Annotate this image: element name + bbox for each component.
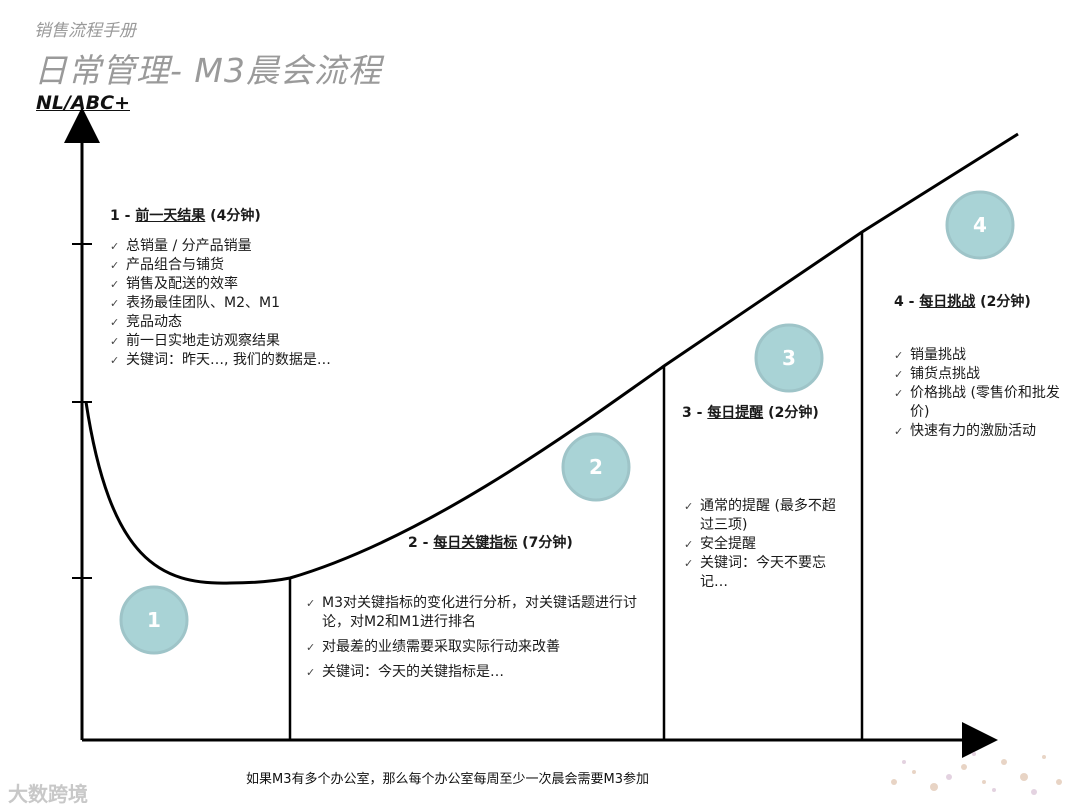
section-duration: (2分钟) bbox=[975, 294, 1030, 310]
list-item: 对最差的业绩需要采取实际行动来改善 bbox=[306, 638, 651, 657]
section-duration: (2分钟) bbox=[763, 405, 818, 421]
list-item: 销量挑战 bbox=[894, 346, 1064, 365]
list-item: 表扬最佳团队、M2、M1 bbox=[110, 294, 370, 313]
section-prefix: 2 - bbox=[408, 535, 433, 551]
list-item: 安全提醒 bbox=[684, 535, 849, 554]
section-name: 前一天结果 bbox=[135, 208, 205, 224]
section-prefix: 4 - bbox=[894, 294, 919, 310]
list-item: 销售及配送的效率 bbox=[110, 275, 370, 294]
footer-note: 如果M3有多个办公室，那么每个办公室每周至少一次晨会需要M3参加 bbox=[246, 768, 649, 787]
section-duration: (7分钟) bbox=[517, 535, 572, 551]
list-item: 前一日实地走访观察结果 bbox=[110, 332, 370, 351]
decorative-noise-image bbox=[874, 742, 1074, 798]
step-number: 2 bbox=[589, 455, 603, 479]
list-item: 关键词：今天不要忘记… bbox=[684, 554, 849, 592]
step-number: 1 bbox=[147, 608, 161, 632]
section-name: 每日关键指标 bbox=[433, 535, 517, 551]
list-item: 价格挑战 (零售价和批发价) bbox=[894, 384, 1064, 422]
list-item: 总销量 / 分产品销量 bbox=[110, 237, 370, 256]
section-3-list: 通常的提醒 (最多不超过三项)安全提醒关键词：今天不要忘记… bbox=[684, 497, 849, 592]
step-circle-2: 2 bbox=[563, 434, 629, 500]
list-item: 关键词：昨天…, 我们的数据是… bbox=[110, 351, 370, 370]
list-item: M3对关键指标的变化进行分析，对关键话题进行讨论，对M2和M1进行排名 bbox=[306, 594, 651, 632]
section-prefix: 1 - bbox=[110, 208, 135, 224]
section-3-title: 3 - 每日提醒 (2分钟) bbox=[682, 402, 819, 422]
list-item: 产品组合与铺货 bbox=[110, 256, 370, 275]
list-item: 通常的提醒 (最多不超过三项) bbox=[684, 497, 849, 535]
step-circle-3: 3 bbox=[756, 325, 822, 391]
step-circle-1: 1 bbox=[121, 587, 187, 653]
step-number: 3 bbox=[782, 346, 796, 370]
section-prefix: 3 - bbox=[682, 405, 707, 421]
section-name: 每日挑战 bbox=[919, 294, 975, 310]
list-item: 竞品动态 bbox=[110, 313, 370, 332]
section-duration: (4分钟) bbox=[205, 208, 260, 224]
section-name: 每日提醒 bbox=[707, 405, 763, 421]
section-2-list: M3对关键指标的变化进行分析，对关键话题进行讨论，对M2和M1进行排名对最差的业… bbox=[306, 594, 651, 688]
list-item: 铺货点挑战 bbox=[894, 365, 1064, 384]
watermark-text: 大数跨境 bbox=[8, 778, 88, 807]
list-item: 关键词：今天的关键指标是… bbox=[306, 663, 651, 682]
section-1-title: 1 - 前一天结果 (4分钟) bbox=[110, 205, 261, 225]
section-2-title: 2 - 每日关键指标 (7分钟) bbox=[408, 532, 573, 552]
step-circle-4: 4 bbox=[947, 192, 1013, 258]
section-1-list: 总销量 / 分产品销量产品组合与铺货销售及配送的效率表扬最佳团队、M2、M1竞品… bbox=[110, 237, 370, 370]
list-item: 快速有力的激励活动 bbox=[894, 422, 1064, 441]
step-number: 4 bbox=[973, 213, 987, 237]
section-4-title: 4 - 每日挑战 (2分钟) bbox=[894, 291, 1031, 311]
section-4-list: 销量挑战铺货点挑战价格挑战 (零售价和批发价)快速有力的激励活动 bbox=[894, 346, 1064, 441]
